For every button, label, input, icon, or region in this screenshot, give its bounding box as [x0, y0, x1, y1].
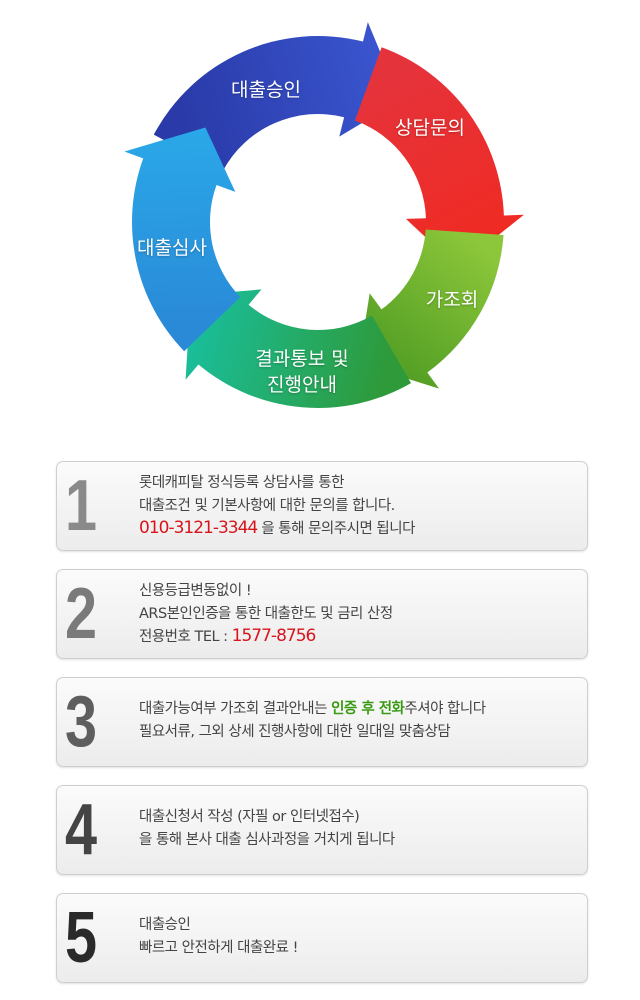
- step-card-4: 4 대출신청서 작성 (자필 or 인터넷접수) 을 통해 본사 대출 심사과정…: [56, 785, 588, 875]
- step-card-2: 2 신용등급변동없이 ! ARS본인인증을 통한 대출한도 및 금리 산정 전용…: [56, 569, 588, 659]
- step-number: 1: [65, 466, 98, 546]
- phone-number: 1577-8756: [231, 626, 317, 646]
- step-line: 대출가능여부 가조회 결과안내는 인증 후 전화주셔야 합니다: [139, 698, 486, 721]
- cycle-label-inquiry: 상담문의: [395, 117, 465, 139]
- step-line: ARS본인인증을 통한 대출한도 및 금리 산정: [139, 605, 393, 622]
- step-line: 010-3121-3344 을 통해 문의주시면 됩니다: [139, 517, 415, 541]
- cycle-label-result: 결과통보 및 진행안내: [255, 346, 348, 398]
- step-line-suffix: 주셔야 합니다: [404, 701, 486, 717]
- step-line-rest: 을 통해 문의주시면 됩니다: [257, 521, 415, 537]
- step-line: 빠르고 안전하게 대출완료 !: [139, 939, 298, 956]
- cycle-label-result-line1: 결과통보 및: [255, 348, 349, 370]
- cycle-label-approval: 대출승인: [231, 79, 301, 101]
- step-number: 5: [65, 898, 98, 978]
- loan-process-cycle-diagram: [124, 22, 524, 408]
- step-text: 대출승인 빠르고 안전하게 대출완료 !: [139, 914, 298, 959]
- step-line: 대출신청서 작성 (자필 or 인터넷접수): [139, 809, 360, 825]
- step-text: 롯데캐피탈 정식등록 상담사를 통한 대출조건 및 기본사항에 대한 문의를 합…: [139, 472, 415, 541]
- step-number: 3: [65, 682, 98, 762]
- step-line: 신용등급변동없이 !: [139, 583, 252, 599]
- step-card-1: 1 롯데캐피탈 정식등록 상담사를 통한 대출조건 및 기본사항에 대한 문의를…: [56, 461, 588, 551]
- cycle-label-pre-check: 가조회: [425, 289, 479, 311]
- step-text: 대출가능여부 가조회 결과안내는 인증 후 전화주셔야 합니다 필요서류, 그외…: [139, 698, 486, 743]
- step-line-prefix: 대출가능여부 가조회 결과안내는: [139, 701, 332, 717]
- cycle-arrow-pre-check: [358, 229, 504, 389]
- step-text: 신용등급변동없이 ! ARS본인인증을 통한 대출한도 및 금리 산정 전용번호…: [139, 580, 393, 649]
- cycle-arrow-approval: [153, 22, 401, 172]
- step-card-3: 3 대출가능여부 가조회 결과안내는 인증 후 전화주셔야 합니다 필요서류, …: [56, 677, 588, 767]
- step-card-5: 5 대출승인 빠르고 안전하게 대출완료 !: [56, 893, 588, 983]
- cycle-arrow-result: [185, 289, 411, 408]
- highlight-text: 인증 후 전화: [331, 701, 405, 717]
- step-line-prefix: 전용번호 TEL :: [139, 629, 232, 645]
- step-line: 필요서류, 그외 상세 진행사항에 대한 일대일 맞춤상담: [139, 723, 451, 740]
- step-number: 4: [65, 790, 98, 870]
- step-line: 대출조건 및 기본사항에 대한 문의를 합니다.: [139, 497, 395, 514]
- step-line: 을 통해 본사 대출 심사과정을 거치게 됩니다: [139, 831, 395, 848]
- step-text: 대출신청서 작성 (자필 or 인터넷접수) 을 통해 본사 대출 심사과정을 …: [139, 806, 395, 851]
- cycle-label-result-line2: 진행안내: [267, 374, 337, 396]
- cycle-arrow-inquiry: [354, 47, 524, 268]
- phone-number: 010-3121-3344: [139, 518, 258, 538]
- step-number: 2: [65, 574, 98, 654]
- cycle-arrow-review: [124, 127, 241, 352]
- cycle-label-review: 대출심사: [137, 237, 207, 259]
- step-line: 대출승인: [139, 917, 191, 933]
- step-line: 롯데캐피탈 정식등록 상담사를 통한: [139, 475, 344, 491]
- step-line: 전용번호 TEL : 1577-8756: [139, 625, 393, 649]
